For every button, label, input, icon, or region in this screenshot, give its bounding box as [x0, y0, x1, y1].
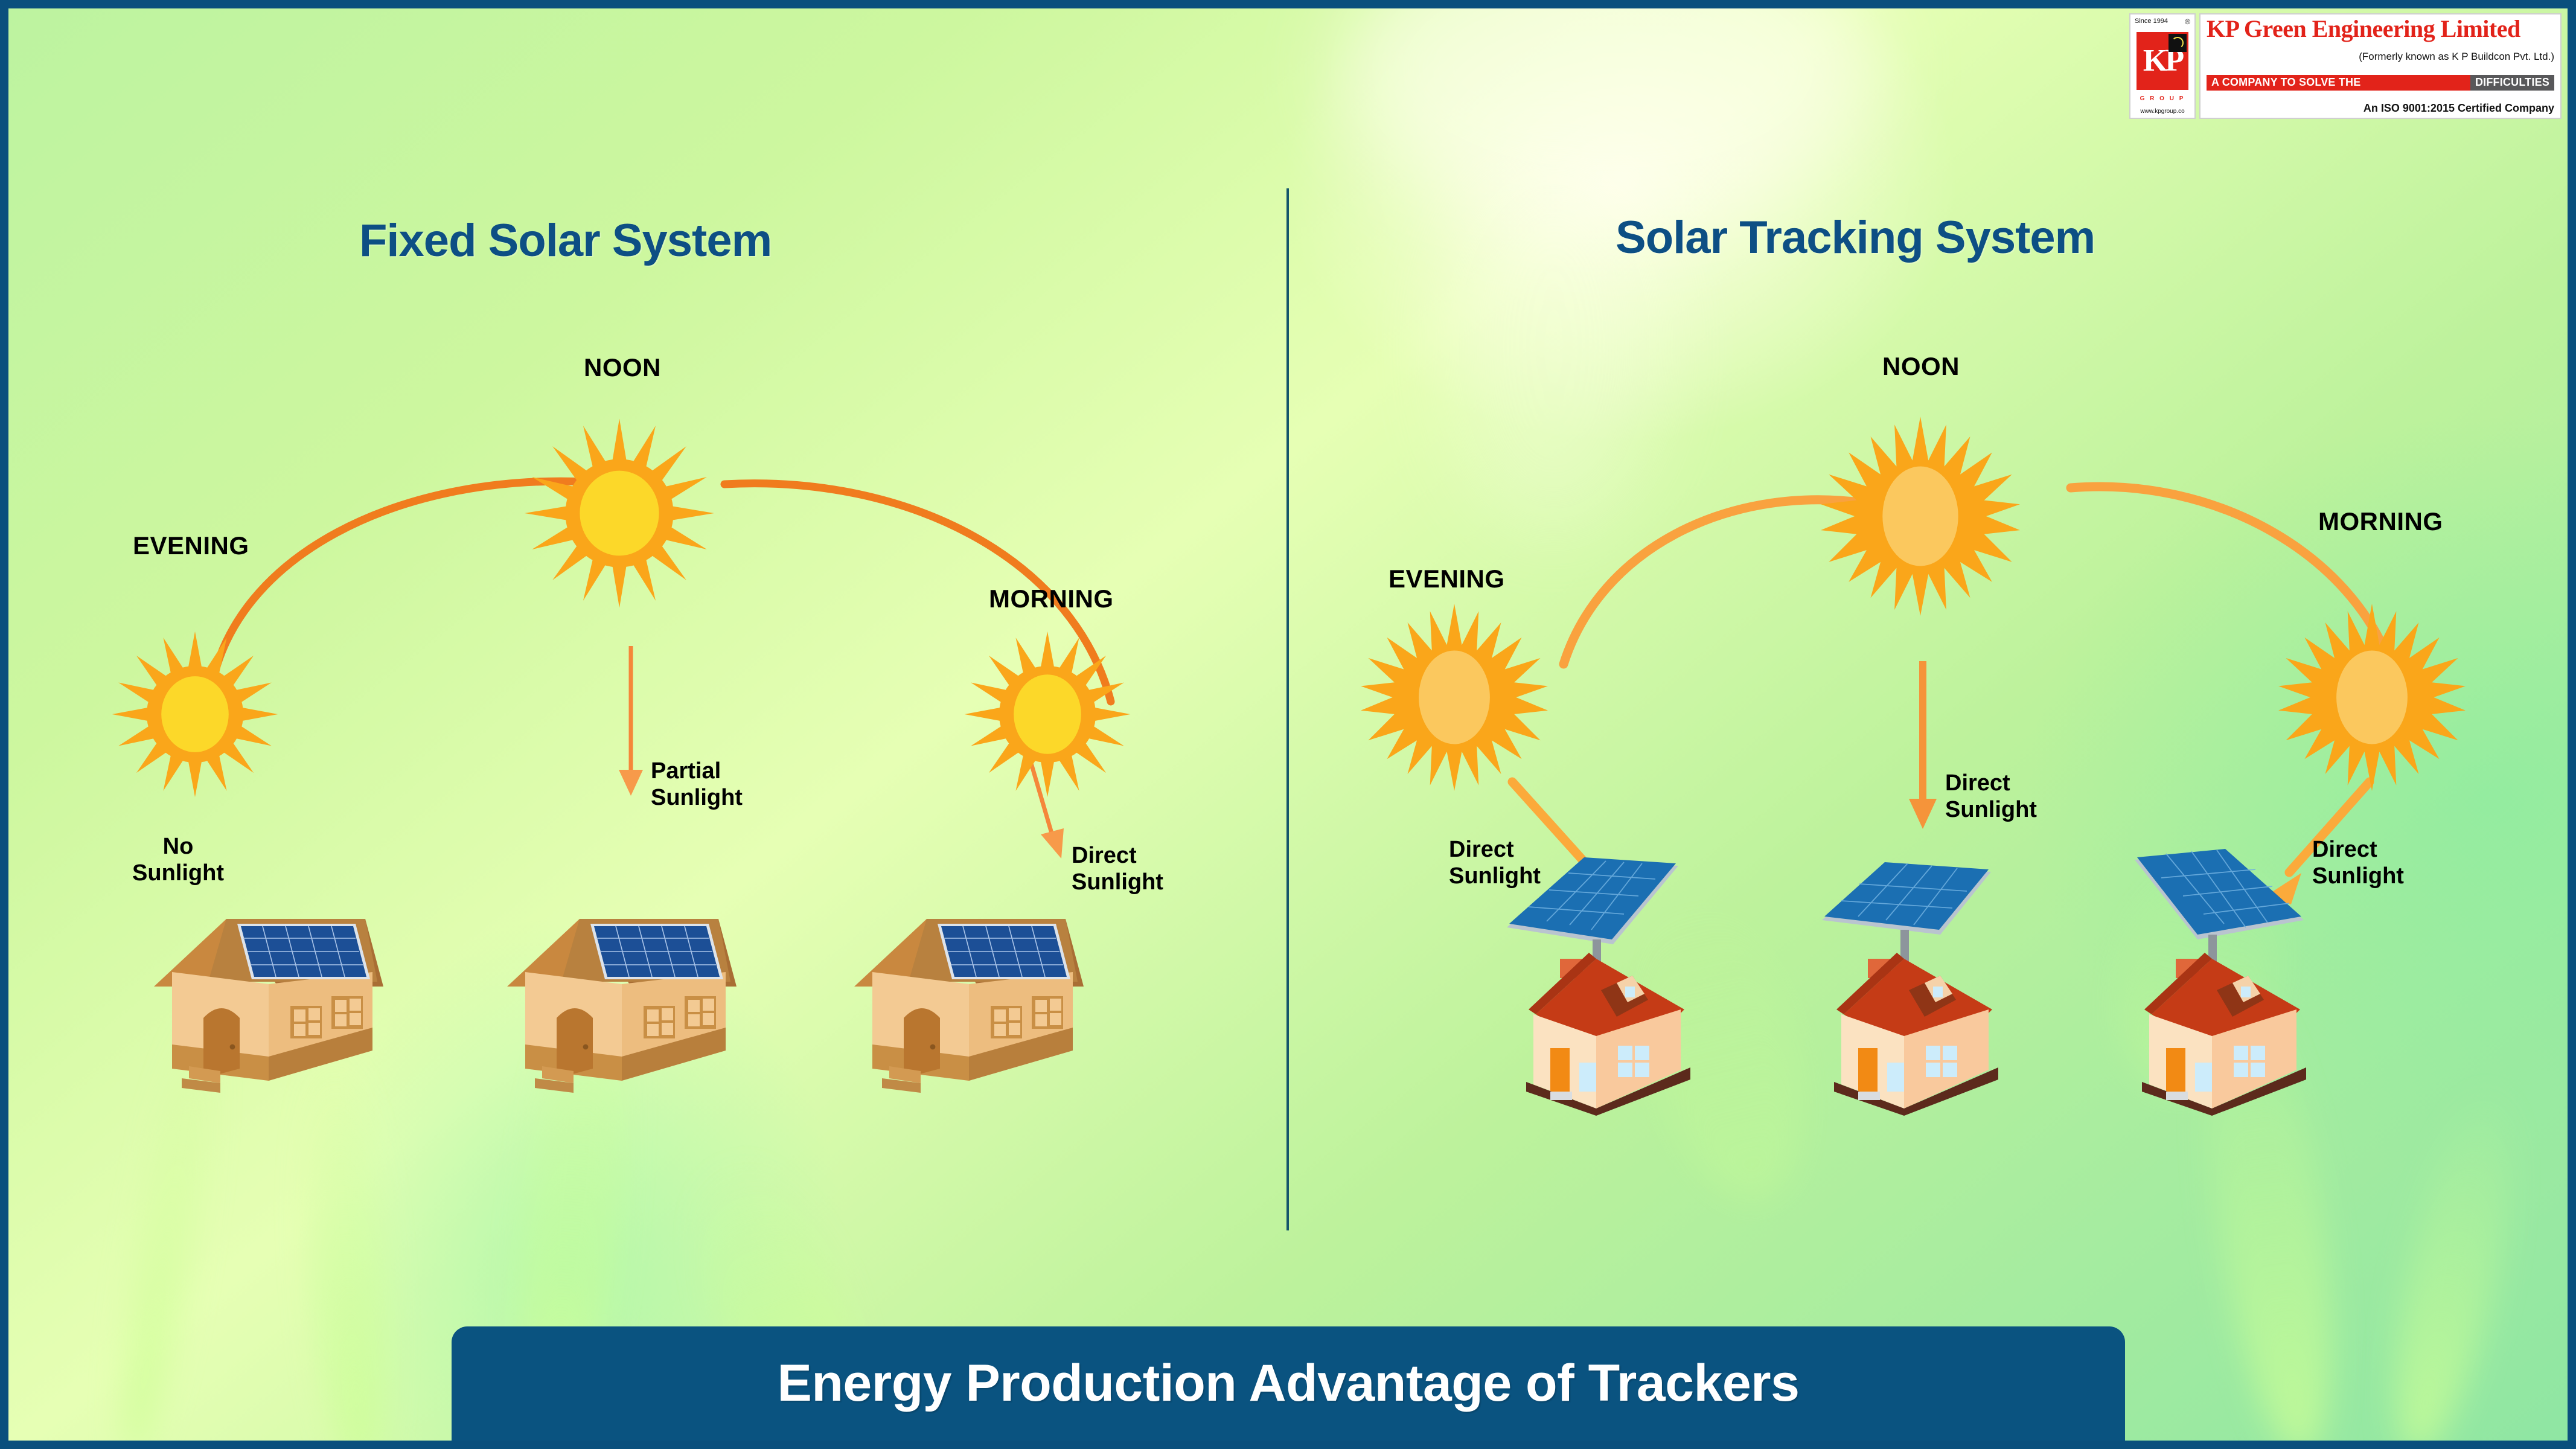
- house-tracker-evening: [1497, 833, 1696, 1117]
- company-name: KP Green Engineering Limited: [2207, 15, 2520, 42]
- sun-noon-right: [1821, 417, 2020, 616]
- label-noon-left: NOON: [584, 353, 661, 382]
- sun-noon-left: [523, 417, 716, 610]
- sun-path-arc-left-evening: [199, 447, 622, 700]
- label-direct-sunlight-left: Direct Sunlight: [1072, 843, 1163, 895]
- tagline-highlight: DIFFICULTIES: [2470, 74, 2554, 91]
- logo-mark: Since 1994 ® KP G R O U P www.kpgroup.co: [2129, 13, 2196, 119]
- right-panel-title: Solar Tracking System: [1616, 212, 2095, 263]
- house-fixed-noon: [489, 875, 767, 1093]
- label-direct-sunlight-morning-right: Direct Sunlight: [2312, 837, 2404, 889]
- signal-waves-icon: [2169, 33, 2187, 52]
- house-tracker-noon: [1805, 833, 2004, 1117]
- sun-evening-left: [109, 628, 281, 801]
- bottom-banner: Energy Production Advantage of Trackers: [452, 1326, 2125, 1441]
- logo-group-text: G R O U P: [2140, 95, 2185, 103]
- company-logo: Since 1994 ® KP G R O U P www.kpgroup.co…: [2129, 13, 2562, 119]
- grass-blade: [2373, 1078, 2534, 1441]
- label-direct-sunlight-evening-right: Direct Sunlight: [1449, 837, 1541, 889]
- arrow-direct-sunlight-noon-right: [1902, 661, 1944, 830]
- logo-since: Since 1994: [2135, 18, 2169, 25]
- logo-website: www.kpgroup.co: [2140, 107, 2185, 115]
- label-direct-sunlight-noon-right: Direct Sunlight: [1945, 770, 2037, 823]
- house-fixed-morning: [836, 875, 1114, 1093]
- house-tracker-morning: [2113, 833, 2312, 1117]
- bg-glow: [1445, 159, 1663, 534]
- sun-path-arc-left-morning: [712, 477, 1135, 731]
- sun-morning-right: [2278, 604, 2466, 791]
- logo-kp-badge: KP: [2137, 31, 2188, 90]
- grass-blade: [295, 1044, 398, 1441]
- label-partial-sunlight: Partial Sunlight: [651, 758, 743, 811]
- company-tagline: A COMPANY TO SOLVE THE DIFFICULTIES: [2207, 74, 2554, 91]
- left-panel-title: Fixed Solar System: [359, 215, 772, 266]
- label-morning-left: MORNING: [989, 584, 1114, 613]
- sun-morning-left: [961, 628, 1134, 801]
- panel-divider: [1286, 188, 1289, 1230]
- arrow-partial-sunlight: [613, 646, 649, 797]
- label-evening-left: EVENING: [133, 531, 249, 560]
- banner-title: Energy Production Advantage of Trackers: [777, 1354, 1800, 1412]
- iso-certification: An ISO 9001:2015 Certified Company: [2363, 102, 2554, 115]
- sun-evening-right: [1361, 604, 1548, 791]
- house-fixed-evening: [136, 875, 414, 1093]
- label-no-sunlight: No Sunlight: [132, 834, 224, 886]
- company-former-name: (Formerly known as K P Buildcon Pvt. Ltd…: [2359, 51, 2554, 63]
- label-morning-right: MORNING: [2318, 507, 2443, 536]
- label-noon-right: NOON: [1882, 352, 1960, 380]
- registered-trademark-icon: ®: [2185, 18, 2190, 26]
- logo-wordmark: KP Green Engineering Limited (Formerly k…: [2199, 13, 2562, 119]
- label-evening-right: EVENING: [1389, 565, 1505, 593]
- tagline-primary: A COMPANY TO SOLVE THE: [2207, 74, 2470, 91]
